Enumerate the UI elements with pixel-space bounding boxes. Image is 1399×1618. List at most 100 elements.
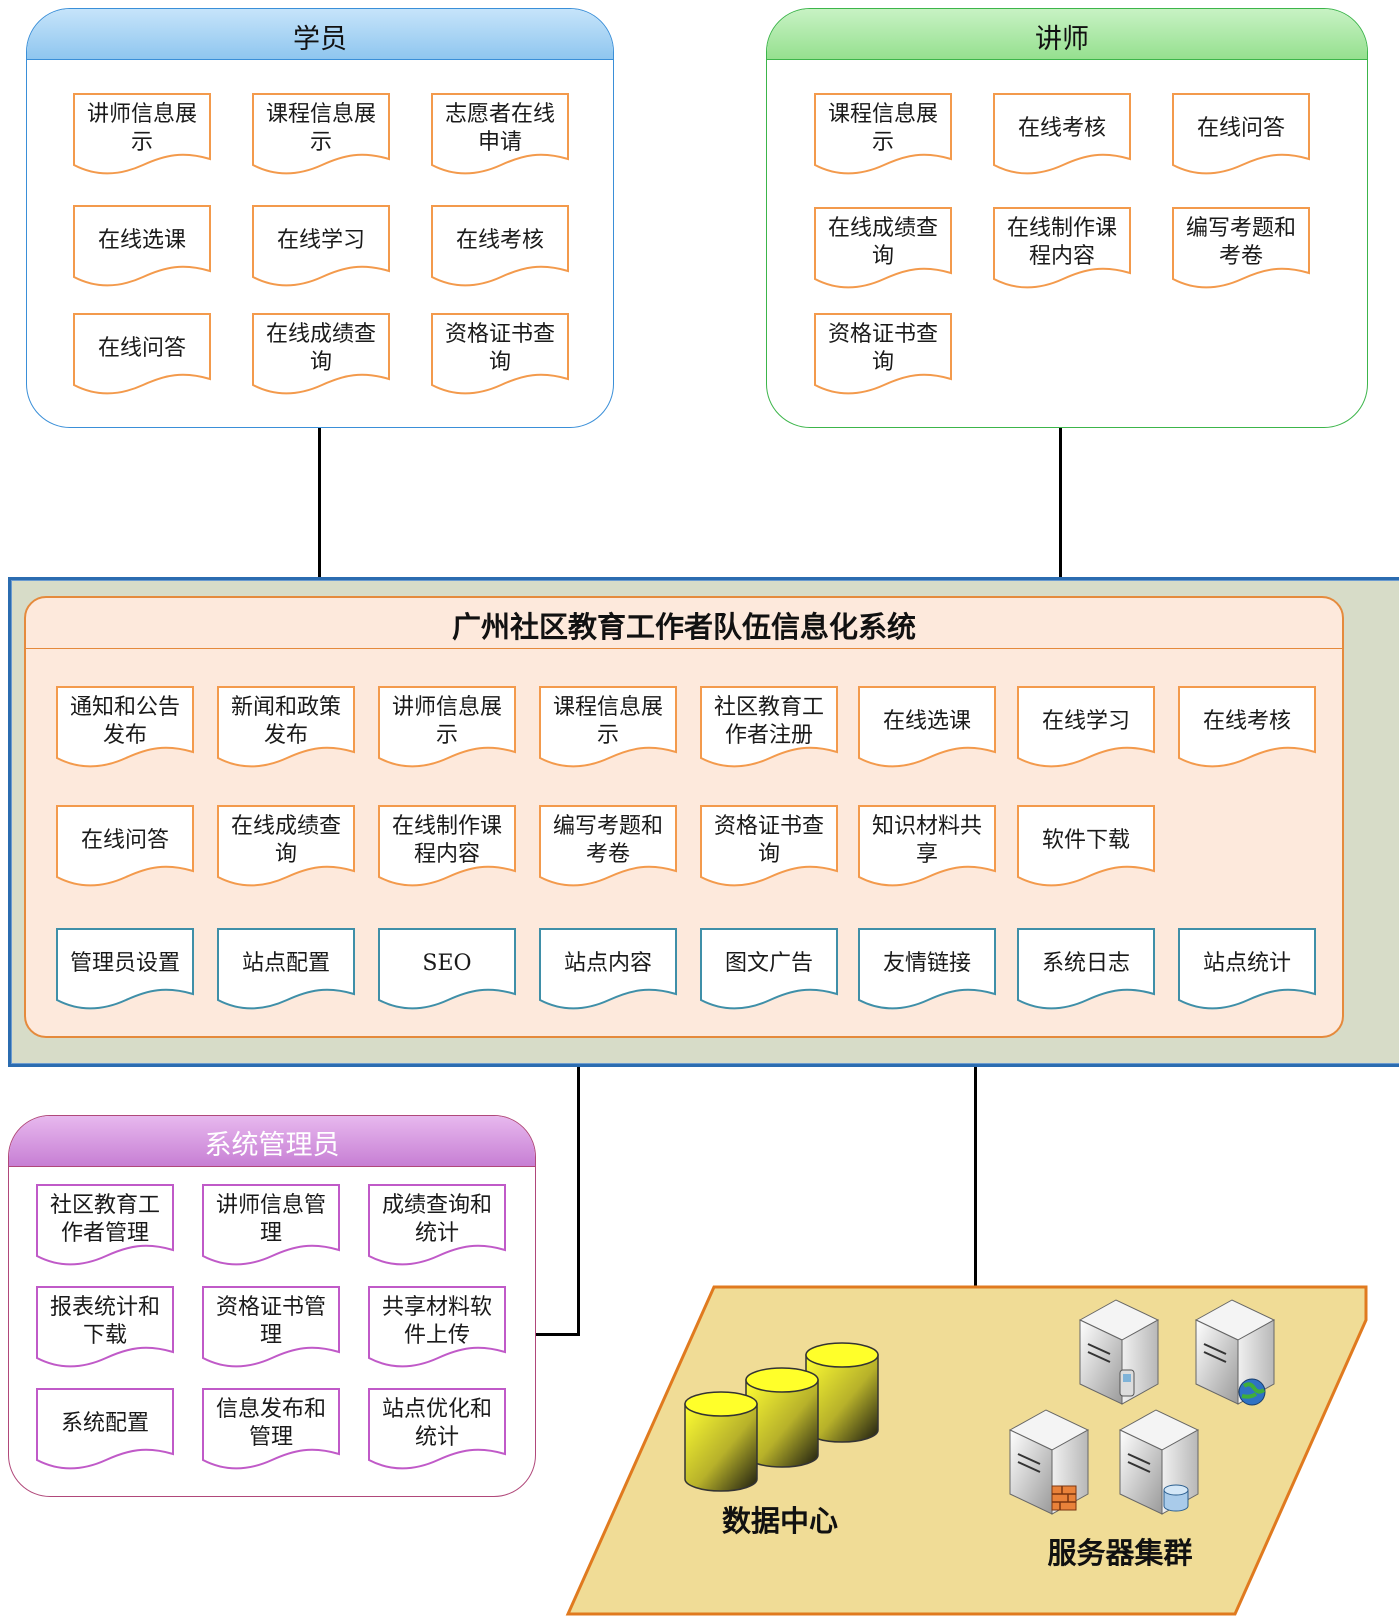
- doc-item-label: 在线问答: [97, 336, 186, 361]
- student-panel-header: 学员: [27, 9, 613, 60]
- doc-item-system-row1-6: 在线学习: [1017, 686, 1155, 770]
- server-firewall-icon: [1008, 1409, 1090, 1515]
- doc-item-label: 系统配置: [60, 1411, 149, 1436]
- doc-item-admin-6: 系统配置: [36, 1388, 174, 1472]
- document-shape-icon: [252, 313, 390, 395]
- doc-item-label: 讲师信息展示: [391, 695, 502, 748]
- document-shape-icon: [539, 928, 677, 1010]
- doc-item-label: 在线成绩查询: [230, 814, 341, 867]
- doc-item-label: 软件下载: [1041, 828, 1130, 853]
- doc-item-label: 友情链接: [882, 951, 971, 976]
- doc-item-label: 在线学习: [1041, 709, 1130, 734]
- document-shape-icon: [378, 928, 516, 1010]
- document-shape-icon: [368, 1388, 506, 1470]
- document-shape-icon: [378, 805, 516, 887]
- server-phone-icon: [1078, 1299, 1160, 1405]
- document-shape-icon: [539, 805, 677, 887]
- doc-item-label: 站点内容: [563, 951, 652, 976]
- document-shape-icon: [1017, 928, 1155, 1010]
- doc-item-student-5: 在线考核: [431, 205, 569, 289]
- doc-item-system-row3-3: 站点内容: [539, 928, 677, 1012]
- doc-item-lecturer-6: 资格证书查询: [814, 313, 952, 397]
- doc-item-label: 在线选课: [882, 709, 971, 734]
- document-shape-icon: [431, 313, 569, 395]
- doc-item-student-8: 资格证书查询: [431, 313, 569, 397]
- doc-item-label: 共享材料软件上传: [381, 1295, 492, 1348]
- doc-item-lecturer-3: 在线成绩查询: [814, 207, 952, 291]
- document-shape-icon: [56, 686, 194, 768]
- connector-system-infra: [974, 1062, 977, 1288]
- document-shape-icon: [202, 1286, 340, 1368]
- doc-item-student-2: 志愿者在线申请: [431, 93, 569, 177]
- document-shape-icon: [73, 313, 211, 395]
- doc-item-admin-3: 报表统计和下载: [36, 1286, 174, 1370]
- doc-item-label: 课程信息展示: [265, 102, 376, 155]
- document-shape-icon: [814, 93, 952, 175]
- system-panel-title: 广州社区教育工作者队伍信息化系统: [451, 610, 916, 644]
- doc-item-system-row3-7: 站点统计: [1178, 928, 1316, 1012]
- document-shape-icon: [252, 93, 390, 175]
- data-center-label: 数据中心: [721, 1504, 838, 1538]
- document-shape-icon: [1178, 928, 1316, 1010]
- lecturer-panel-title: 讲师: [1035, 24, 1089, 55]
- infra-parallelogram: [565, 1285, 1368, 1616]
- doc-item-admin-8: 站点优化和统计: [368, 1388, 506, 1472]
- document-shape-icon: [368, 1184, 506, 1266]
- doc-item-label: 社区教育工作者管理: [49, 1193, 160, 1246]
- document-shape-icon: [252, 205, 390, 287]
- doc-item-label: 成绩查询和统计: [381, 1193, 492, 1246]
- doc-item-label: 在线成绩查询: [827, 216, 938, 269]
- document-shape-icon: [202, 1184, 340, 1266]
- database-cylinder: [684, 1391, 758, 1492]
- doc-item-system-row3-4: 图文广告: [700, 928, 838, 1012]
- doc-item-system-row2-3: 编写考题和考卷: [539, 805, 677, 889]
- doc-item-admin-5: 共享材料软件上传: [368, 1286, 506, 1370]
- document-shape-icon: [217, 928, 355, 1010]
- doc-item-lecturer-4: 在线制作课程内容: [993, 207, 1131, 291]
- doc-item-label: 资格证书查询: [713, 814, 824, 867]
- doc-item-system-row1-2: 讲师信息展示: [378, 686, 516, 770]
- doc-item-student-6: 在线问答: [73, 313, 211, 397]
- doc-item-lecturer-2: 在线问答: [1172, 93, 1310, 177]
- doc-item-label: 讲师信息展示: [86, 102, 197, 155]
- connector-system-admin: [577, 1062, 580, 1336]
- document-shape-icon: [73, 205, 211, 287]
- student-panel-title: 学员: [293, 24, 347, 55]
- admin-panel-header: 系统管理员: [9, 1116, 535, 1167]
- document-shape-icon: [993, 207, 1131, 289]
- doc-item-lecturer-1: 在线考核: [993, 93, 1131, 177]
- doc-item-label: 报表统计和下载: [49, 1295, 160, 1348]
- doc-item-system-row2-1: 在线成绩查询: [217, 805, 355, 889]
- doc-item-label: 在线问答: [80, 828, 169, 853]
- doc-item-label: 在线考核: [1202, 709, 1291, 734]
- doc-item-label: 课程信息展示: [552, 695, 663, 748]
- server-database-icon: [1118, 1409, 1200, 1515]
- document-shape-icon: [1017, 805, 1155, 887]
- doc-item-label: 编写考题和考卷: [552, 814, 663, 867]
- document-shape-icon: [36, 1286, 174, 1368]
- document-shape-icon: [378, 686, 516, 768]
- connector-student-system: [318, 426, 321, 578]
- document-shape-icon: [993, 93, 1131, 175]
- document-shape-icon: [56, 805, 194, 887]
- doc-item-admin-1: 讲师信息管理: [202, 1184, 340, 1268]
- document-shape-icon: [1172, 207, 1310, 289]
- doc-item-label: 站点统计: [1202, 951, 1291, 976]
- document-shape-icon: [431, 93, 569, 175]
- server-globe-icon: [1194, 1299, 1276, 1406]
- doc-item-system-row1-5: 在线选课: [858, 686, 996, 770]
- lecturer-panel: 讲师 课程信息展示在线考核在线问答在线成绩查询在线制作课程内容编写考题和考卷资格…: [766, 8, 1368, 428]
- doc-item-label: 站点优化和统计: [381, 1397, 492, 1450]
- document-shape-icon: [217, 805, 355, 887]
- doc-item-student-1: 课程信息展示: [252, 93, 390, 177]
- document-shape-icon: [700, 928, 838, 1010]
- doc-item-label: 在线制作课程内容: [1006, 216, 1117, 269]
- doc-item-label: 讲师信息管理: [215, 1193, 326, 1246]
- doc-item-label: 图文广告: [724, 951, 813, 976]
- document-shape-icon: [814, 313, 952, 395]
- document-shape-icon: [368, 1286, 506, 1368]
- doc-item-student-0: 讲师信息展示: [73, 93, 211, 177]
- doc-item-system-row1-1: 新闻和政策发布: [217, 686, 355, 770]
- doc-item-system-row2-0: 在线问答: [56, 805, 194, 889]
- doc-item-label: 在线考核: [1017, 116, 1106, 141]
